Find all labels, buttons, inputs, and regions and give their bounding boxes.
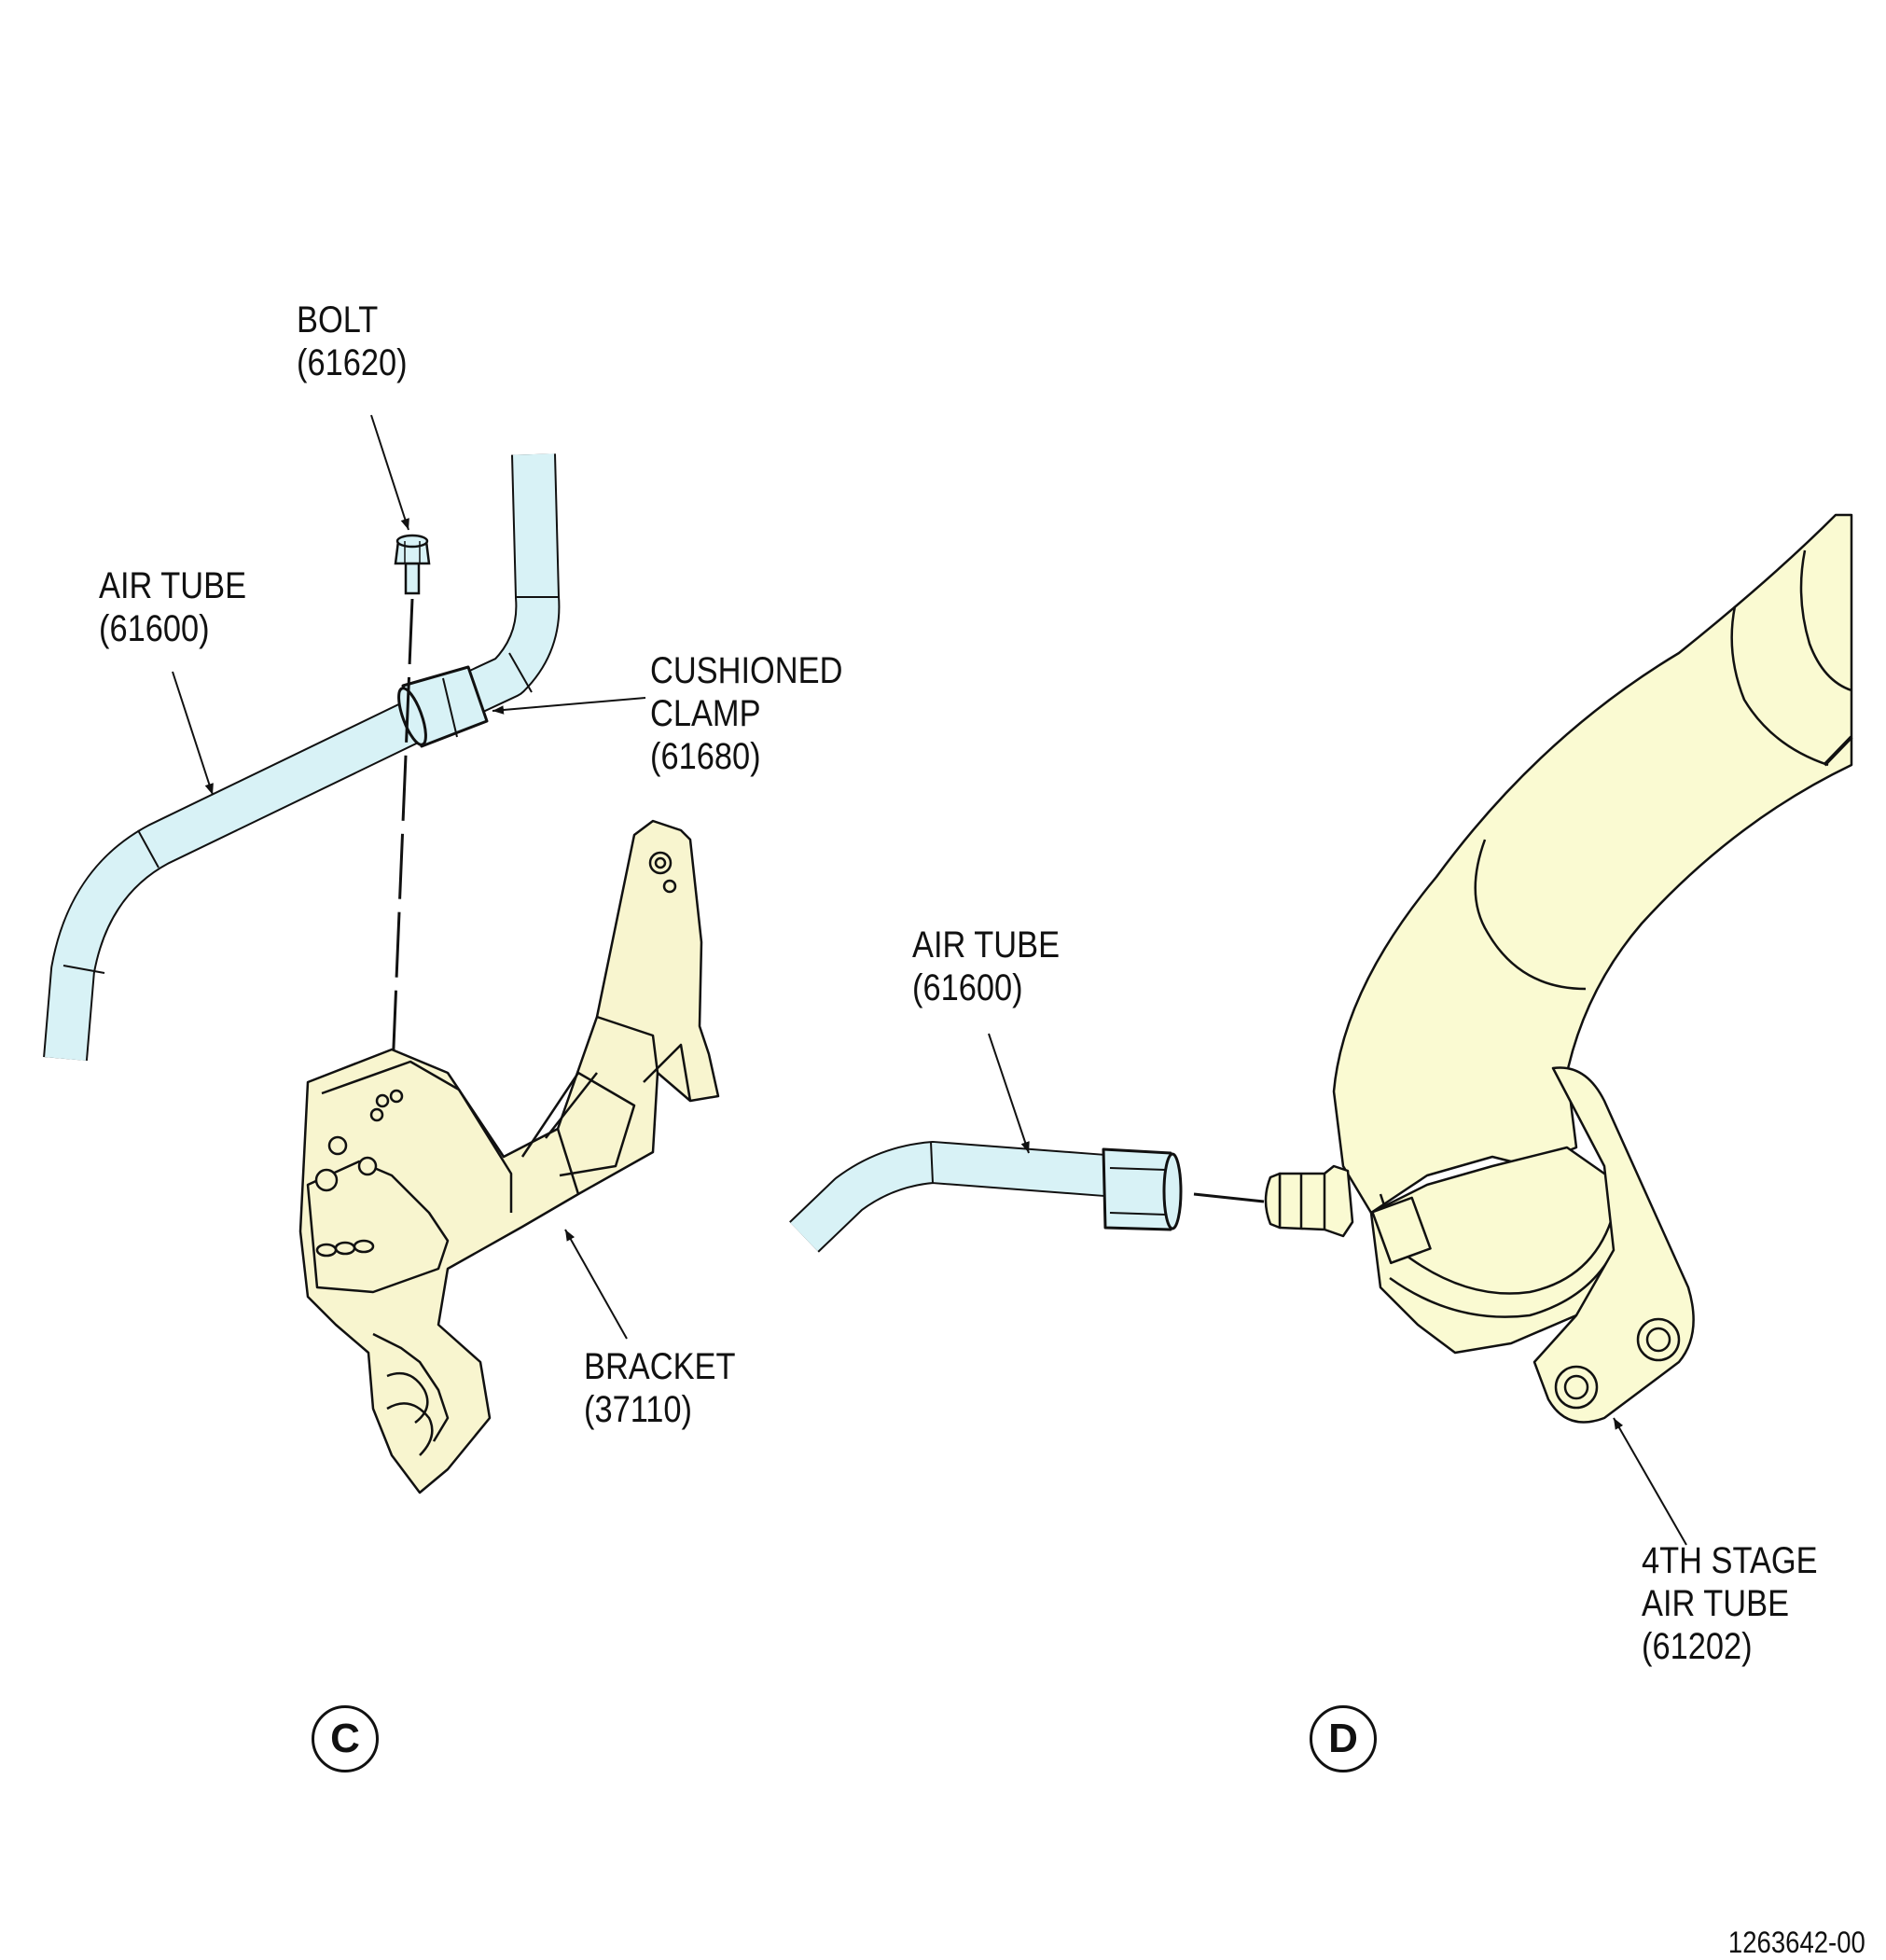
fourth-stage-air-tube (1264, 513, 1853, 1424)
leader-lines (172, 414, 1687, 1546)
label-cushioned-clamp-part: (61680) (650, 736, 761, 777)
label-air-tube-c-part: (61600) (99, 608, 210, 649)
label-bracket: BRACKET (37110) (584, 1345, 735, 1431)
label-air-tube-d-part: (61600) (912, 967, 1023, 1008)
bolt (394, 534, 431, 595)
label-cushioned-clamp-line2: CLAMP (650, 693, 761, 734)
label-air-tube-c-name: AIR TUBE (99, 565, 247, 606)
label-bracket-name: BRACKET (584, 1346, 736, 1387)
air-tube-c (43, 453, 561, 1062)
label-stage-tube-line2: AIR TUBE (1642, 1583, 1790, 1624)
label-bolt-name: BOLT (297, 299, 379, 341)
air-tube-d (789, 1141, 1183, 1253)
label-air-tube-d-name: AIR TUBE (912, 924, 1061, 966)
label-stage-tube-part: (61202) (1642, 1626, 1753, 1667)
view-callout-c: C (312, 1705, 379, 1772)
label-air-tube-c: AIR TUBE (61600) (99, 564, 246, 650)
view-callout-c-letter: C (330, 1716, 360, 1761)
label-stage-tube-line1: 4TH STAGE (1642, 1540, 1818, 1581)
label-cushioned-clamp-line1: CUSHIONED (650, 650, 843, 691)
assembly-centerline-d (1193, 1192, 1265, 1203)
bracket (298, 819, 720, 1494)
view-callout-d: D (1310, 1705, 1377, 1772)
assembly-centerline-c (390, 598, 414, 1092)
label-fourth-stage-air-tube: 4TH STAGE AIR TUBE (61202) (1642, 1539, 1818, 1668)
label-air-tube-d: AIR TUBE (61600) (912, 924, 1060, 1009)
cushioned-clamp (397, 665, 489, 748)
view-callout-d-letter: D (1328, 1716, 1358, 1761)
document-number: 1263642-00 (1728, 1925, 1865, 1959)
label-bolt-part: (61620) (297, 342, 408, 383)
label-cushioned-clamp: CUSHIONED CLAMP (61680) (650, 649, 842, 778)
label-bolt: BOLT (61620) (297, 299, 408, 384)
label-bracket-part: (37110) (584, 1389, 693, 1430)
